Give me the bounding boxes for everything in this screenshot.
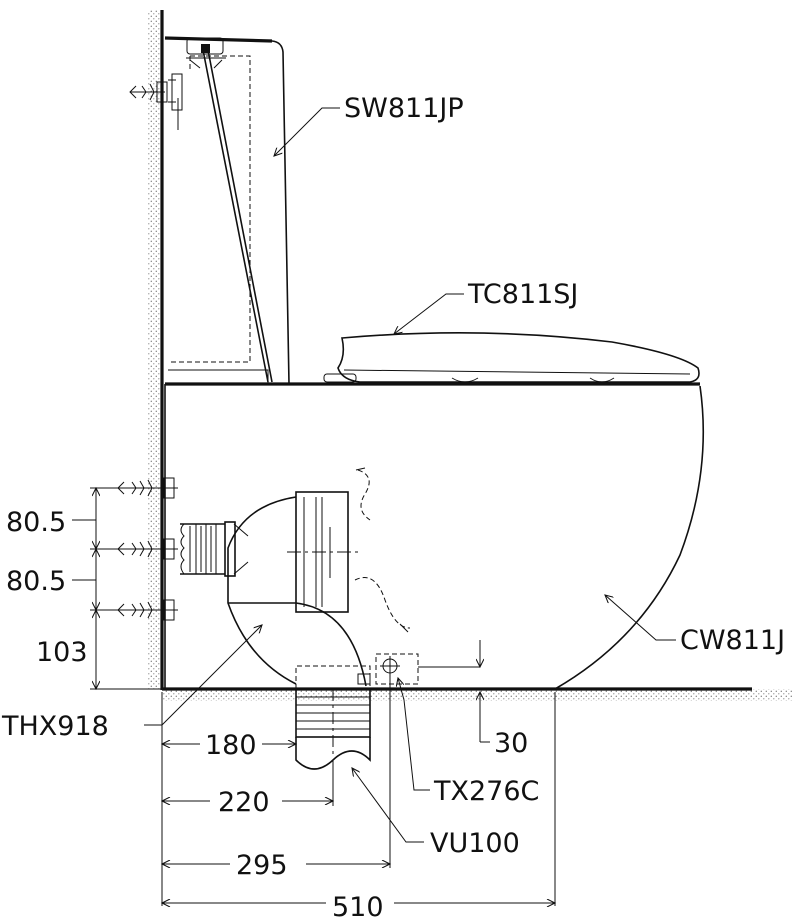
floor	[162, 687, 792, 701]
label-elbow: THX918	[1, 711, 109, 742]
label-flush-valve: TX276C	[433, 776, 539, 807]
bowl-outline	[164, 382, 705, 690]
tank-outline	[164, 36, 290, 385]
leader-lines	[144, 107, 676, 843]
drain-elbow	[180, 491, 367, 687]
label-seat: TC811SJ	[467, 279, 578, 310]
bolt-top	[117, 477, 178, 499]
dim-510: 510	[332, 892, 384, 923]
bolt-bottom	[117, 599, 178, 621]
dim-295: 295	[236, 850, 288, 881]
seat-outline	[323, 332, 700, 383]
hidden-hose	[354, 467, 411, 633]
dim-180: 180	[205, 730, 257, 761]
bolt-middle	[117, 538, 178, 560]
dim-103: 103	[36, 637, 88, 668]
dim-220: 220	[218, 787, 270, 818]
dim-80-5-top: 80.5	[6, 507, 66, 538]
vertical-dim-chain	[72, 488, 162, 689]
dim-80-5-mid: 80.5	[6, 566, 66, 597]
label-tank: SW811JP	[344, 93, 464, 124]
flush-valve	[357, 640, 480, 685]
floor-drain-pipe	[295, 665, 371, 770]
wall-valve-icon	[129, 81, 168, 103]
label-drain: VU100	[430, 828, 520, 859]
label-bowl: CW811J	[680, 625, 785, 656]
dim-30: 30	[494, 728, 528, 759]
horizontal-dim-lines	[162, 676, 555, 906]
wall	[148, 10, 164, 690]
